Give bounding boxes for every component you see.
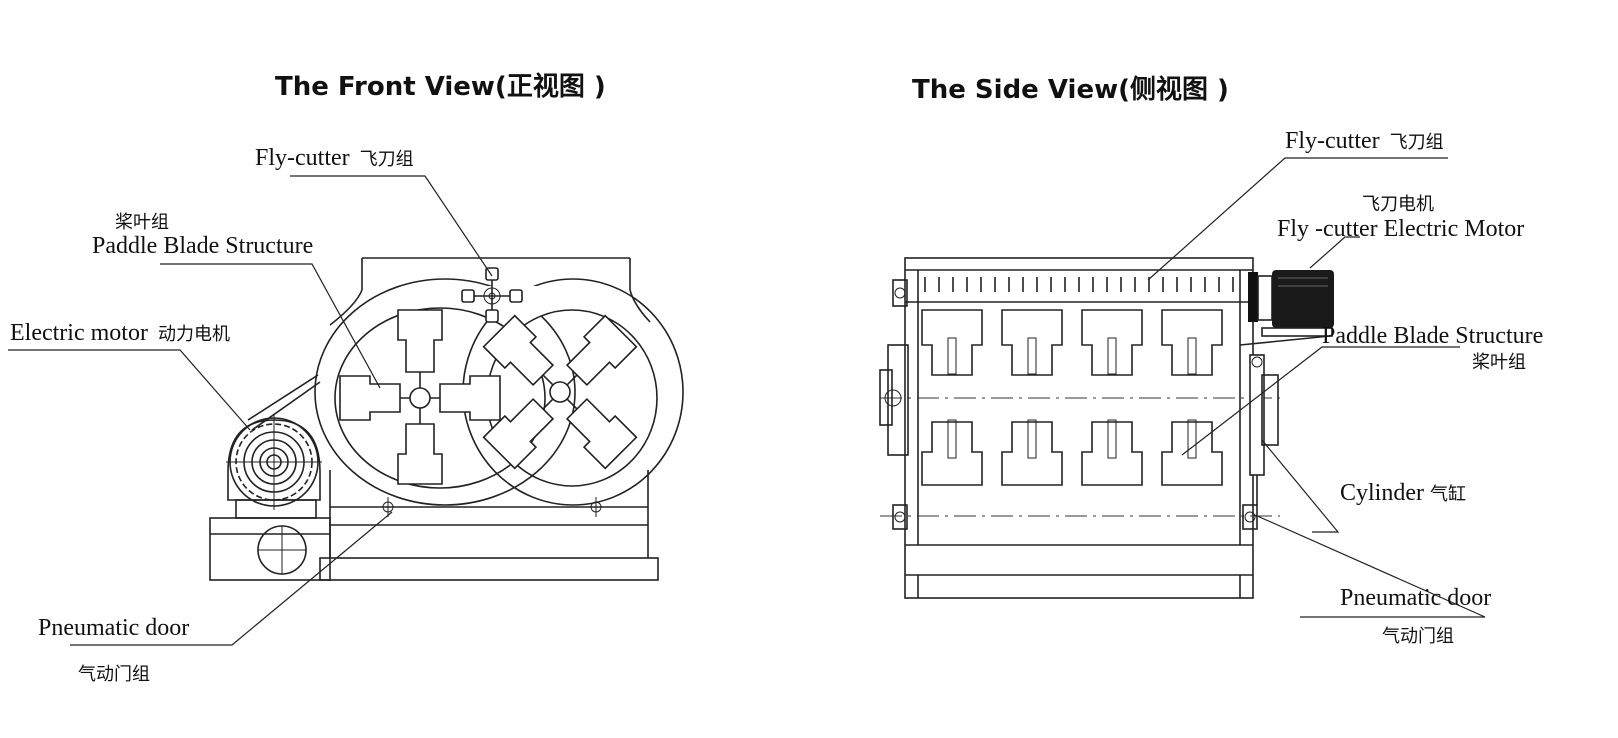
- side-paddle-upper-slot: [1187, 337, 1197, 375]
- side-leaders: [1147, 157, 1486, 618]
- side-frame: [879, 257, 1280, 599]
- side-paddle-lower-slot: [1187, 419, 1197, 459]
- front-paddle-cn-label: 桨叶组: [115, 212, 169, 233]
- side-paddle-upper: [1081, 309, 1143, 376]
- front-electric-motor: [226, 374, 322, 519]
- side-paddle-upper-slot: [1107, 337, 1117, 375]
- front-pneumatic-door-label: Pneumatic door: [38, 615, 189, 641]
- side-fly-cutter-motor: [1239, 270, 1334, 346]
- side-paddle-upper: [1001, 309, 1063, 376]
- side-paddle-upper: [1161, 309, 1223, 376]
- front-pneumatic-door-cn-label: 气动门组: [78, 664, 150, 685]
- front-fly-cutter-label: Fly-cutter 飞刀组: [255, 145, 414, 171]
- front-base: [209, 470, 659, 581]
- front-view: The Front View(正视图 ): [8, 72, 684, 685]
- front-leaders: [8, 175, 493, 646]
- front-fly-cutter: [461, 267, 523, 323]
- side-paddle-lower: [1001, 421, 1063, 486]
- side-fly-cutter-label: Fly-cutter 飞刀组: [1285, 128, 1444, 154]
- side-cylinder-label: Cylinder 气缸: [1340, 480, 1466, 506]
- side-view: The Side View(侧视图 ): [879, 75, 1543, 647]
- side-fly-cutter-motor-label: Fly -cutter Electric Motor: [1277, 216, 1524, 242]
- side-paddle-lower-slot: [1107, 419, 1117, 459]
- side-paddle-upper-slot: [1027, 337, 1037, 375]
- front-right-paddle: [482, 314, 638, 470]
- side-pneumatic-door-label: Pneumatic door: [1340, 585, 1491, 611]
- side-paddle-lower-slot: [1027, 419, 1037, 459]
- side-paddle-lower: [1161, 421, 1223, 486]
- side-pneumatic-door-cn-label: 气动门组: [1382, 626, 1454, 647]
- front-view-title: The Front View(正视图 ): [275, 72, 606, 102]
- side-paddle-lower: [921, 421, 983, 486]
- side-paddle-blades: [921, 309, 1223, 486]
- front-paddle-label: Paddle Blade Structure: [92, 233, 313, 259]
- side-fly-cutter-teeth: [924, 277, 1234, 292]
- side-paddle-upper: [921, 309, 983, 376]
- side-paddle-cn-label: 桨叶组: [1472, 352, 1526, 373]
- front-left-paddle: [339, 309, 501, 485]
- side-paddle-label: Paddle Blade Structure: [1322, 323, 1543, 349]
- front-electric-motor-label: Electric motor 动力电机: [10, 320, 230, 346]
- side-paddle-lower: [1081, 421, 1143, 486]
- side-paddle-upper-slot: [947, 337, 957, 375]
- side-view-title: The Side View(侧视图 ): [912, 75, 1229, 105]
- side-cylinder: [1249, 354, 1279, 505]
- side-paddle-lower-slot: [947, 419, 957, 459]
- side-fly-cutter-motor-cn-label: 飞刀电机: [1362, 194, 1434, 215]
